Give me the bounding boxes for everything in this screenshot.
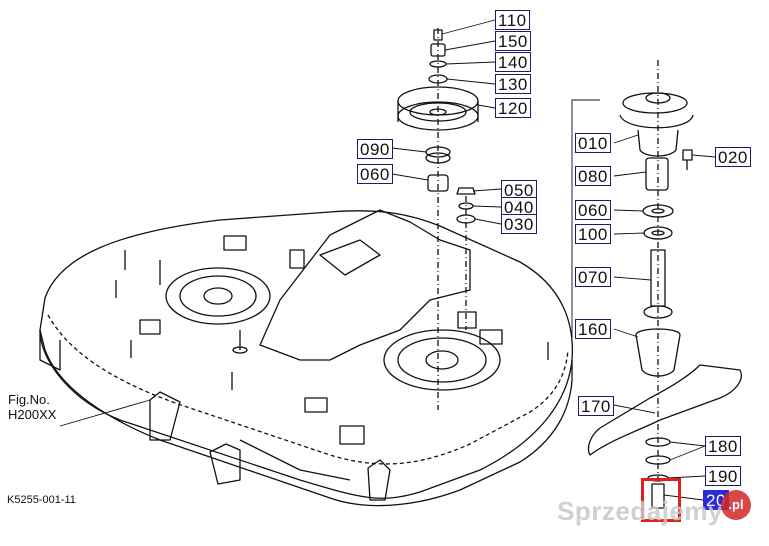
- highlight-marker: [641, 478, 681, 522]
- callout-060-right[interactable]: 060: [575, 200, 611, 220]
- figure-label: Fig.No.: [8, 392, 50, 407]
- blade: [587, 364, 742, 456]
- drawing-code: K5255-001-11: [7, 494, 76, 506]
- watermark-word: Sprzedajemy: [557, 496, 723, 526]
- callout-150[interactable]: 150: [495, 31, 531, 51]
- figure-id: H200XX: [8, 407, 57, 422]
- callout-140[interactable]: 140: [495, 52, 531, 72]
- watermark-badge: .pl: [721, 490, 751, 520]
- deck-shell: [39, 210, 574, 499]
- callout-050[interactable]: 050: [501, 180, 537, 200]
- callout-020[interactable]: 020: [715, 147, 751, 167]
- callout-060[interactable]: 060: [357, 164, 393, 184]
- watermark-text: Sprzedajemy: [557, 496, 723, 527]
- callout-080[interactable]: 080: [575, 166, 611, 186]
- callout-160[interactable]: 160: [575, 319, 611, 339]
- callout-190[interactable]: 190: [705, 466, 741, 486]
- callout-130[interactable]: 130: [495, 74, 531, 94]
- callout-180[interactable]: 180: [705, 436, 741, 456]
- callout-030[interactable]: 030: [501, 214, 537, 234]
- figure-number: Fig.No. H200XX: [8, 392, 56, 422]
- callout-090[interactable]: 090: [357, 139, 393, 159]
- belt-cover: [259, 209, 471, 361]
- deck-skirt: [39, 329, 573, 507]
- callout-120[interactable]: 120: [495, 98, 531, 118]
- callout-070[interactable]: 070: [575, 267, 611, 287]
- callout-010[interactable]: 010: [575, 133, 611, 153]
- callout-170[interactable]: 170: [578, 396, 614, 416]
- callout-100[interactable]: 100: [575, 224, 611, 244]
- callout-110[interactable]: 110: [495, 10, 530, 30]
